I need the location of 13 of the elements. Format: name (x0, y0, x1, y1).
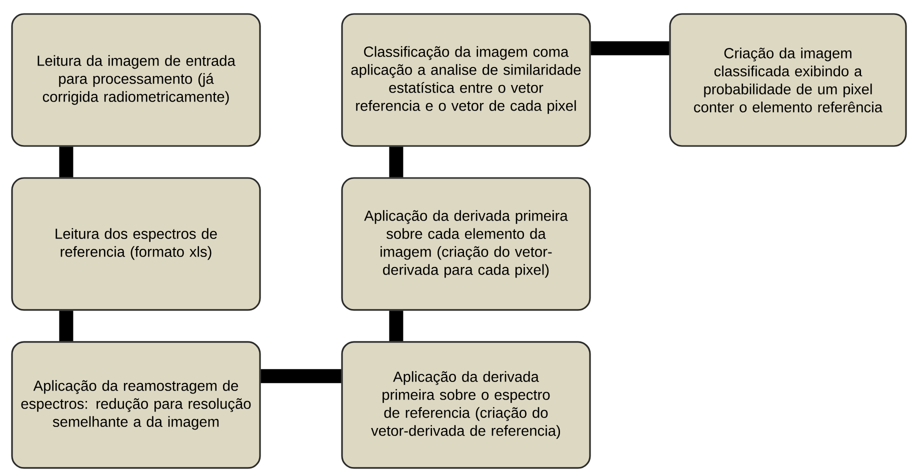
connector-line (590, 41, 670, 56)
connector-line (389, 146, 404, 178)
process-box: Leitura da imagem de entrada para processamento (já corrigida radiometricamente) (11, 13, 261, 147)
connector-line (389, 310, 404, 342)
process-box: Leitura dos espectros de referencia (formato xls) (11, 177, 261, 311)
process-box: Criação da imagem classificada exibindo a probabilidade de um pixel conter o elemento referência (669, 13, 907, 147)
connector-line (59, 310, 74, 342)
process-box: Classificação da imagem coma aplicação a analise de similaridade estatística entre o vetor referencia e o vetor de cada pixel (341, 13, 591, 147)
connector-line (59, 146, 74, 178)
process-box: Aplicação da reamostragem de espectros: redução para resolução semelhante a da imagem (11, 341, 261, 469)
connector-line (260, 369, 342, 384)
process-box: Aplicação da derivada primeira sobre o espectro de referencia (criação do vetor-derivada de referencia) (341, 341, 591, 469)
process-box: Aplicação da derivada primeira sobre cada elemento da imagem (criação do vetor-derivada para cada pixel) (341, 177, 591, 311)
